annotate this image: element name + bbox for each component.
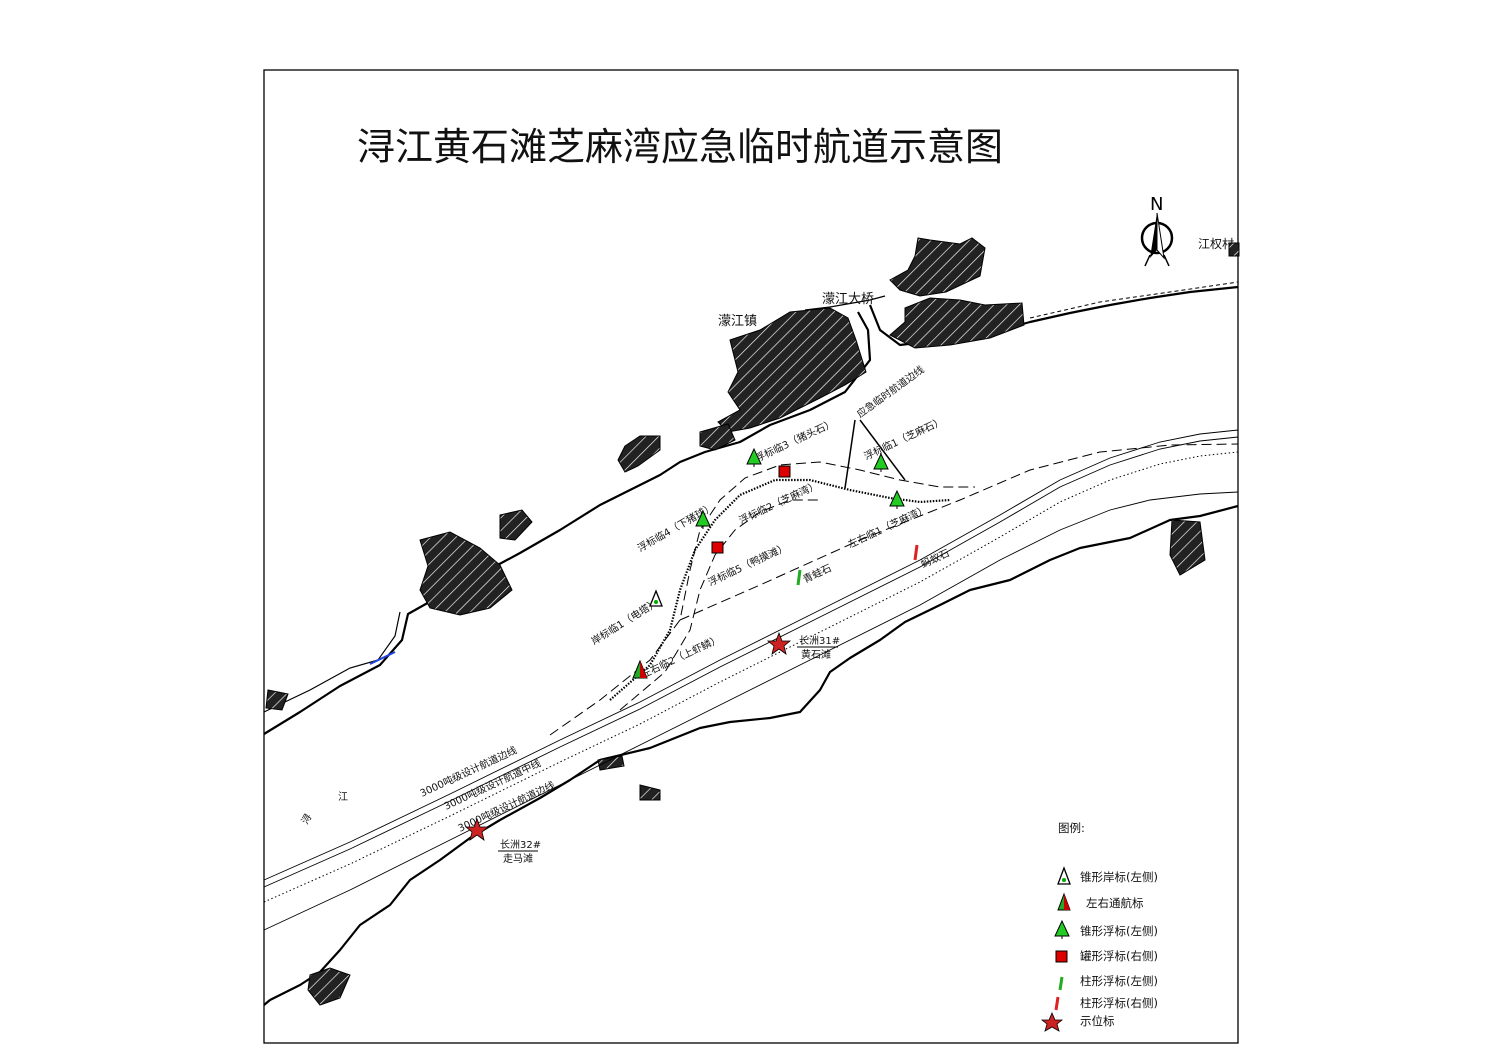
temp-channel-line-outer bbox=[549, 461, 975, 736]
cone-buoy-icon bbox=[889, 489, 905, 509]
northeast-shoreline bbox=[868, 285, 1239, 347]
town-label: 濛江镇 bbox=[718, 314, 757, 329]
can-buoy-icon bbox=[778, 465, 791, 478]
cone-shore-icon bbox=[649, 589, 663, 607]
village-jiangquan-label: 江权村 bbox=[1198, 237, 1234, 251]
spar-buoy-left-icon bbox=[796, 569, 802, 586]
spar-buoy-right-icon bbox=[1054, 996, 1060, 1011]
design-channel-edge-upper bbox=[263, 429, 1239, 881]
bridge-approach-line bbox=[804, 295, 886, 311]
northeast-bank-dashed bbox=[1029, 281, 1239, 319]
position-mark-star-icon bbox=[1040, 1011, 1064, 1032]
legend-item-label: 锥形岸标(左侧) bbox=[1080, 870, 1158, 884]
legend-title: 图例: bbox=[1058, 821, 1085, 835]
position-mark-star-icon bbox=[464, 817, 490, 841]
legend-item-label: 示位标 bbox=[1080, 1014, 1115, 1028]
legend-item-label: 锥形浮标(左侧) bbox=[1080, 924, 1158, 938]
station31-id: 长洲31# bbox=[799, 635, 840, 647]
legend-item-label: 罐形浮标(右侧) bbox=[1080, 949, 1158, 963]
position-mark-star-icon bbox=[766, 631, 792, 655]
design-channel-dashed bbox=[679, 443, 1239, 621]
legend: 图例: 锥形岸标(左侧) 左右通航标 锥形浮标(左侧) 罐形浮标(右侧) 柱形浮… bbox=[1040, 821, 1158, 1032]
north-arrow-icon: N bbox=[1140, 194, 1174, 267]
leader-line bbox=[859, 419, 906, 481]
cone-buoy-icon bbox=[1054, 919, 1070, 939]
spar-buoy-left-icon bbox=[1058, 976, 1064, 991]
leader-line bbox=[844, 419, 856, 489]
cone-buoy-icon bbox=[746, 447, 762, 467]
north-label: N bbox=[1150, 194, 1163, 215]
temp-channel-line-inner-2 bbox=[619, 499, 820, 711]
can-buoy-icon bbox=[711, 541, 724, 554]
built-up-areas bbox=[265, 237, 1206, 1006]
bridge-label: 濛江大桥 bbox=[822, 292, 874, 307]
design-channel-edge-lower bbox=[263, 491, 1239, 931]
bifurcation-mark-icon bbox=[632, 659, 648, 679]
spar-buoy-right-icon bbox=[913, 544, 919, 561]
legend-item-label: 左右通航标 bbox=[1086, 896, 1144, 910]
small-creek bbox=[369, 651, 396, 665]
station32-name: 走马滩 bbox=[503, 852, 533, 865]
station31-name: 黄石滩 bbox=[801, 648, 831, 661]
cone-buoy-icon bbox=[873, 452, 889, 472]
river-label-jiang: 江 bbox=[338, 791, 348, 803]
station32-id: 长洲32# bbox=[500, 839, 541, 851]
design-channel-centerline bbox=[263, 451, 1239, 903]
bifurcation-mark-icon bbox=[1057, 892, 1071, 911]
temp-channel-line-inner bbox=[609, 478, 951, 701]
legend-item-label: 柱形浮标(左侧) bbox=[1080, 974, 1158, 988]
north-shoreline-inner bbox=[263, 611, 401, 713]
cone-shore-icon bbox=[1057, 866, 1071, 885]
map-title: 浔江黄石滩芝麻湾应急临时航道示意图 bbox=[357, 125, 1003, 169]
south-shoreline bbox=[263, 504, 1239, 1006]
village-block bbox=[1228, 242, 1240, 257]
can-buoy-icon bbox=[1055, 950, 1068, 963]
legend-item-label: 柱形浮标(右侧) bbox=[1080, 996, 1158, 1010]
cone-buoy-icon bbox=[695, 509, 711, 529]
design-channel-edge-upper-2 bbox=[263, 436, 1239, 888]
